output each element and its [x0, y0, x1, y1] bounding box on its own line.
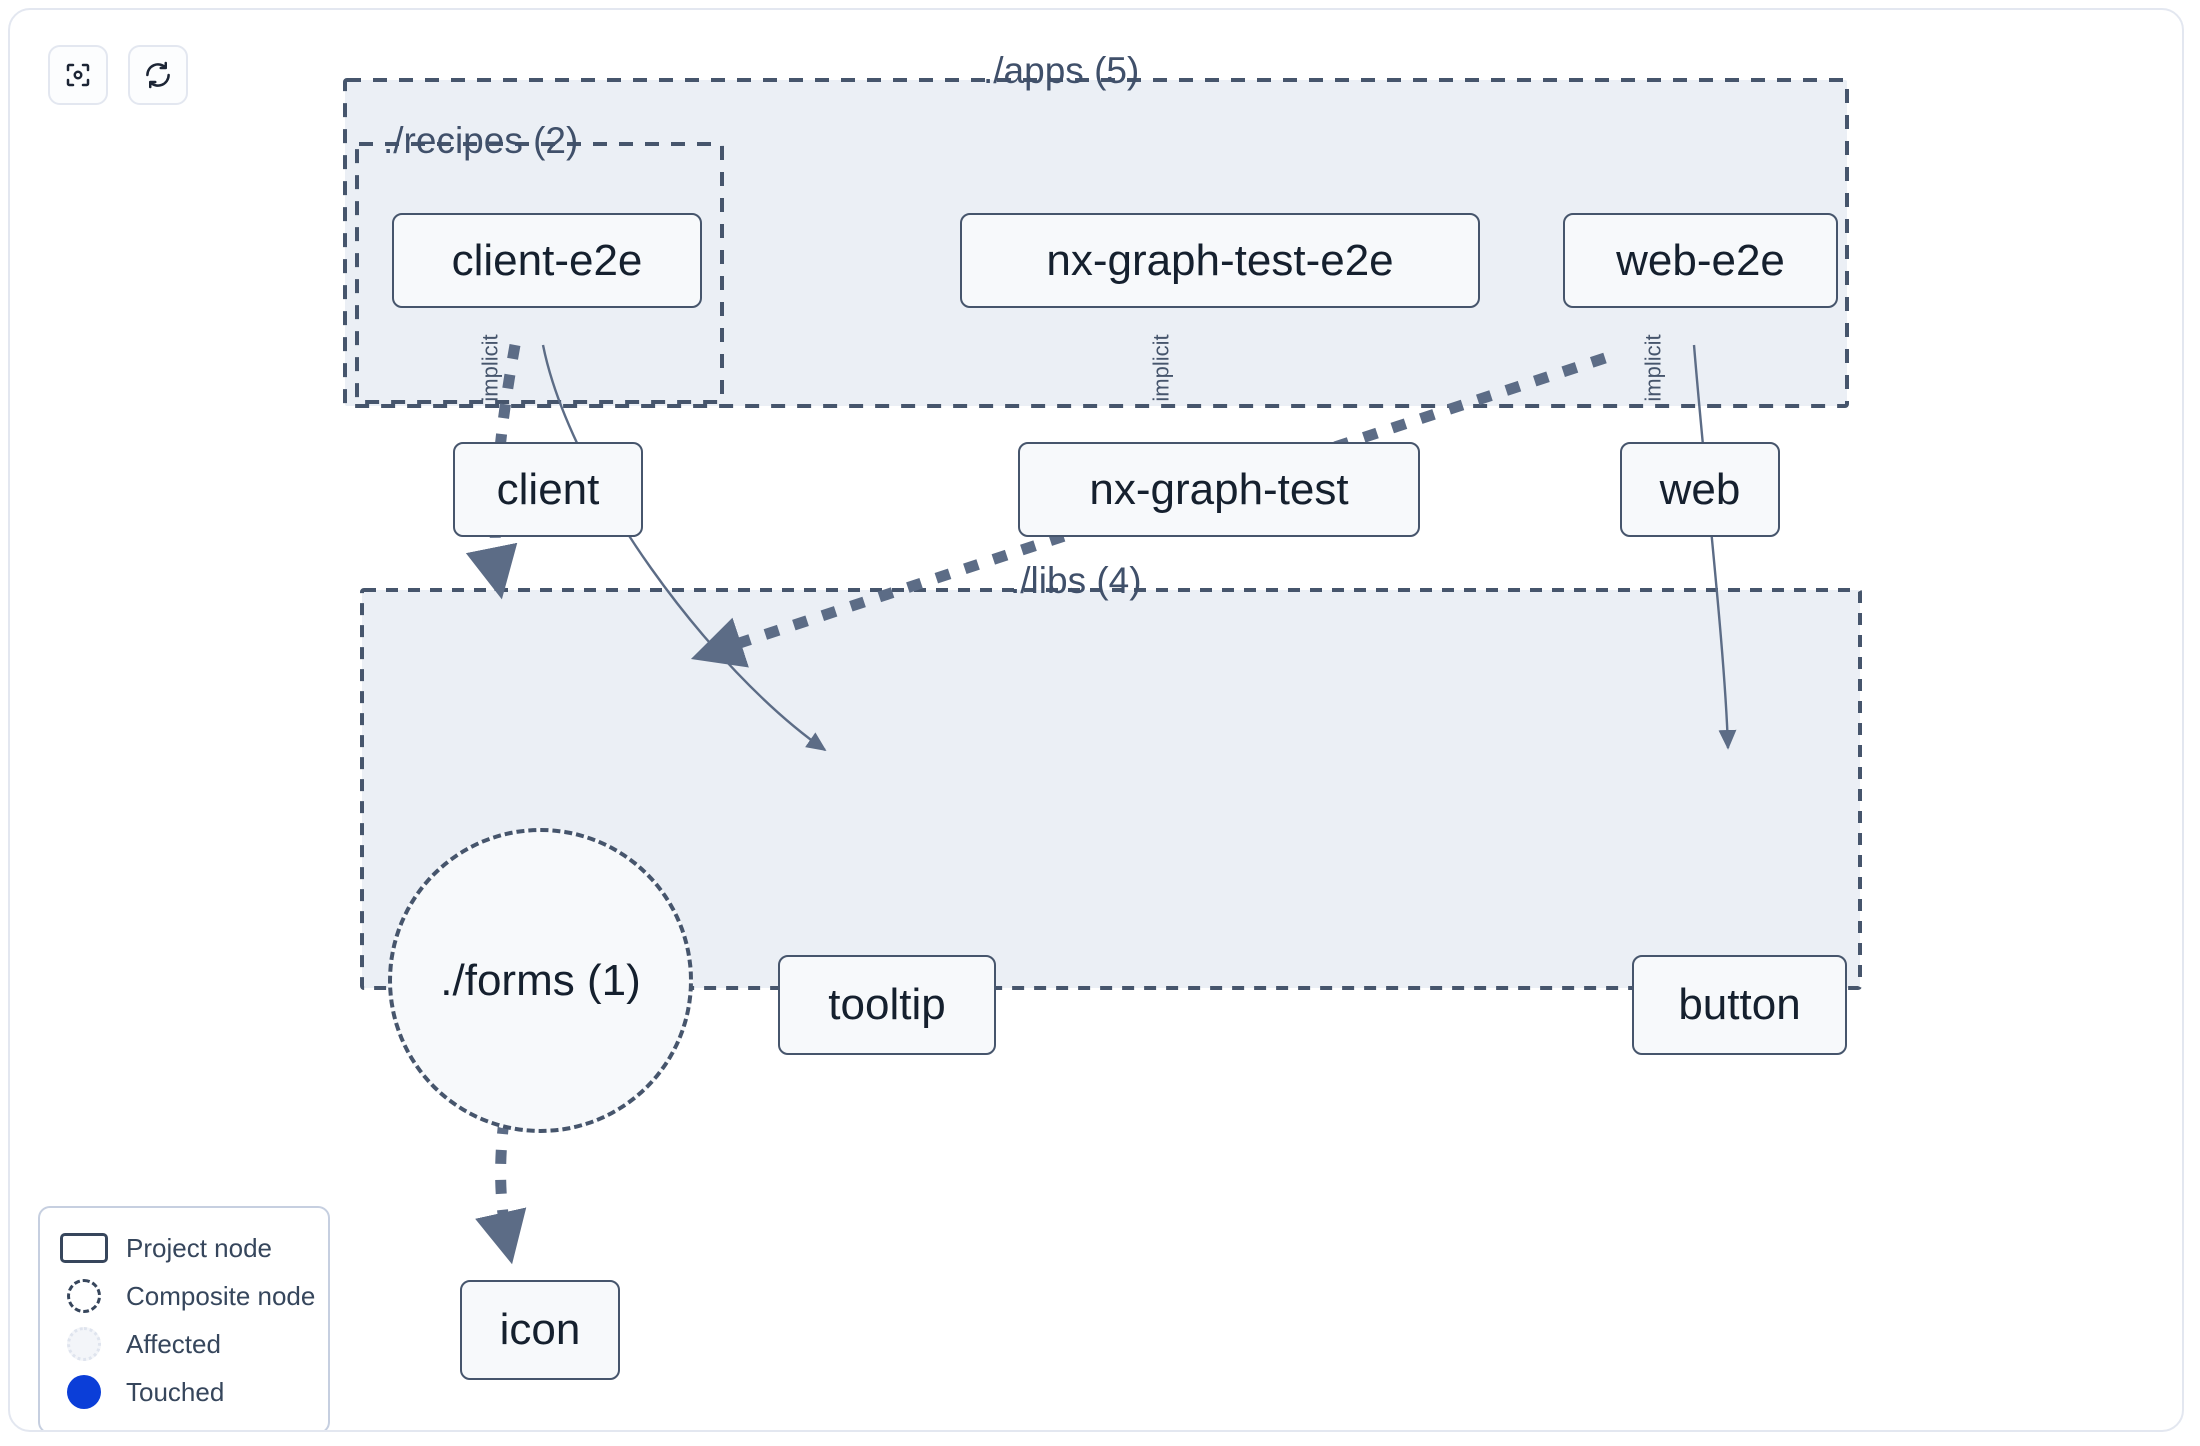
legend-label-project-node: Project node — [126, 1232, 272, 1263]
group-label-recipes: ./recipes (2) — [383, 120, 579, 161]
node-web-e2e[interactable]: web-e2e — [1563, 213, 1838, 308]
legend-label-affected: Affected — [126, 1328, 221, 1359]
legend-item-affected: Affected — [58, 1320, 310, 1368]
legend-item-project-node: Project node — [58, 1224, 310, 1272]
legend-label-touched: Touched — [126, 1376, 225, 1407]
graph-svg-layer — [343, 78, 1862, 1265]
affected-node-icon — [58, 1327, 110, 1361]
graph-toolbar — [48, 45, 188, 105]
edge-web-to-forms[interactable] — [690, 352, 1607, 668]
edge-web-to-button[interactable] — [1692, 344, 1737, 750]
focus-target-icon — [63, 60, 93, 90]
legend-item-touched: Touched — [58, 1368, 310, 1416]
node-web[interactable]: web — [1620, 442, 1780, 537]
node-icon[interactable]: icon — [460, 1280, 620, 1380]
node-forms-composite[interactable]: ./forms (1) — [388, 828, 693, 1133]
node-nx-graph-test[interactable]: nx-graph-test — [1018, 442, 1420, 537]
group-label-apps: ./apps (5) — [983, 50, 1140, 91]
node-tooltip[interactable]: tooltip — [778, 955, 996, 1055]
legend-label-composite-node: Composite node — [126, 1280, 316, 1311]
node-nx-graph-test-e2e[interactable]: nx-graph-test-e2e — [960, 213, 1480, 308]
project-node-icon — [58, 1233, 110, 1263]
legend-item-composite-node: Composite node — [58, 1272, 315, 1320]
group-label-libs: ./libs (4) — [1010, 560, 1142, 601]
graph-canvas-card: ./apps (5) ./recipes (2) ./libs (4) clie… — [8, 8, 2184, 1432]
touched-node-icon — [58, 1375, 110, 1409]
node-button[interactable]: button — [1632, 955, 1847, 1055]
edge-client-to-tooltip[interactable] — [541, 344, 827, 752]
refresh-icon — [143, 60, 173, 90]
refresh-button[interactable] — [128, 45, 188, 105]
graph-legend: Project node Composite node Affected Tou… — [38, 1206, 330, 1430]
group-libs[interactable] — [360, 588, 1862, 990]
focus-target-button[interactable] — [48, 45, 108, 105]
edge-client-to-forms[interactable] — [465, 344, 521, 600]
node-client-e2e[interactable]: client-e2e — [392, 213, 702, 308]
composite-node-icon — [58, 1279, 110, 1313]
edge-forms-to-icon[interactable] — [475, 1119, 527, 1265]
node-client[interactable]: client — [453, 442, 643, 537]
